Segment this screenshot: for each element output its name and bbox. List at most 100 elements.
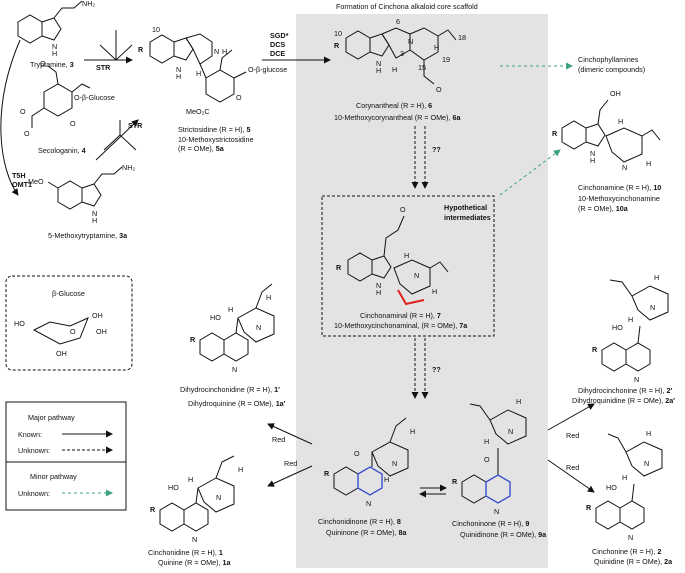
atom-label: N: [366, 499, 371, 508]
cinchonidinone-structure: [333, 417, 409, 496]
atom-label: OH: [56, 349, 67, 358]
cinchonaminal-label-1: Cinchonaminal (R = H), 7: [360, 311, 441, 320]
dihydrocinchonine-label-2: Dihydroquinidine (R = OMe), 2a′: [572, 396, 675, 405]
atom-label: N: [408, 37, 413, 46]
strictosidine-structure: [149, 33, 247, 103]
cinchophyllamines-label-1: Cinchophyllamines: [578, 55, 639, 64]
atom-label: N: [376, 281, 381, 290]
cinchonamine-label-1: Cinchonamine (R = H), 10: [578, 183, 661, 192]
atom-label: O: [354, 449, 360, 458]
legend-known: Known:: [18, 430, 42, 439]
atom-label: N: [494, 507, 499, 516]
atom-label: N: [52, 42, 57, 51]
atom-label: 10: [334, 29, 342, 38]
cinchonidine-structure: [159, 455, 235, 532]
strictosidine-label-3: (R = OMe), 5a: [178, 144, 225, 153]
atom-label: N: [256, 323, 261, 332]
atom-label: H: [196, 69, 201, 78]
atom-label: N: [644, 459, 649, 468]
cinchonine-structure: [595, 433, 663, 530]
cinchonine-label-1: Cinchonine (R = H), 2: [592, 547, 661, 556]
atom-label: R: [150, 505, 156, 514]
atom-label: OH: [610, 89, 621, 98]
strictosidine-ester: MeO₂C: [186, 107, 210, 116]
atom-label: R: [138, 45, 144, 54]
hypothetical-label-2: intermediates: [444, 213, 491, 222]
cinchonamine-label-3: (R = OMe), 10a: [578, 204, 629, 213]
atom-label: HO: [210, 313, 221, 322]
methoxytryptamine-label: 5-Methoxytryptamine, 3a: [48, 231, 128, 240]
atom-label: R: [324, 469, 330, 478]
secologanin-label: Secologanin, 4: [38, 146, 86, 155]
atom-label: N: [634, 375, 639, 384]
atom-label: R: [552, 129, 558, 138]
enzyme-str-2: STR: [128, 121, 143, 130]
atom-label: OH: [96, 327, 107, 336]
atom-label: MeO: [28, 177, 44, 186]
atom-label: O: [24, 129, 30, 138]
legend-minor: Minor pathway: [30, 472, 77, 481]
atom-label: R: [592, 345, 598, 354]
cinchonidine-label-1: Cinchonidine (R = H), 1: [148, 548, 223, 557]
red-bond: [397, 289, 425, 306]
enzyme-dcs: DCS: [270, 40, 285, 49]
atom-label: R: [190, 335, 196, 344]
atom-label: H: [384, 475, 389, 484]
atom-label: H: [434, 43, 439, 52]
atom-label: N: [414, 271, 419, 280]
atom-label: O: [70, 119, 76, 128]
secologanin-structure: [31, 65, 91, 128]
cinchonidine-label-2: Quinine (R = OMe), 1a: [158, 558, 232, 567]
atom-label: HO: [606, 483, 617, 492]
cinchoninone-label-2: Quinidinone (R = OMe), 9a: [460, 530, 547, 539]
unknown-step-1: ??: [432, 145, 441, 154]
cinchonine-label-2: Quinidine (R = OMe), 2a: [594, 557, 673, 566]
atom-label: 6: [396, 17, 400, 26]
enzyme-red-4: Red: [566, 463, 579, 472]
atom-label: H: [376, 66, 381, 75]
enzyme-red-3: Red: [566, 431, 579, 440]
dihydrocinchonidine-label-2: Dihydroquinine (R = OMe), 1a′: [188, 399, 286, 408]
atom-label: O: [400, 205, 406, 214]
atom-label: R: [334, 41, 340, 50]
blue-ring: [485, 474, 511, 504]
legend-box: [5, 401, 127, 511]
atom-label: H: [432, 287, 437, 296]
corynantheal-structure: [345, 27, 457, 85]
atom-label: N: [628, 533, 633, 542]
hypothetical-box: [321, 195, 495, 337]
glucose-ring: [32, 317, 89, 345]
legend-unknown-minor: Unknown:: [18, 489, 50, 498]
atom-label: N: [176, 65, 181, 74]
atom-label: N: [508, 427, 513, 436]
atom-label: 18: [458, 33, 466, 42]
atom-label: NH₂: [82, 0, 95, 8]
atom-label: R: [336, 263, 342, 272]
atom-label: N: [214, 47, 219, 56]
cinchonamine-structure: [561, 99, 661, 163]
atom-label: O: [236, 93, 242, 102]
atom-label: 19: [442, 55, 450, 64]
atom-label: N: [232, 365, 237, 374]
atom-label: N: [376, 59, 381, 68]
atom-label: NH₂: [122, 163, 135, 172]
atom-label: H: [646, 429, 651, 438]
cinchonidinone-label-2: Quininone (R = OMe), 8a: [326, 528, 408, 537]
atom-label: H: [516, 397, 521, 406]
atom-label: H: [176, 72, 181, 81]
atom-label: H: [410, 427, 415, 436]
glucose-box: [5, 275, 133, 371]
atom-label: H: [376, 288, 381, 297]
atom-label: H: [404, 251, 409, 260]
atom-label: H: [590, 156, 595, 165]
atom-label: N: [590, 149, 595, 158]
atom-label: H: [222, 47, 227, 56]
atom-label: R: [586, 503, 592, 512]
atom-label: H: [238, 465, 243, 474]
legend-unknown: Unknown:: [18, 446, 50, 455]
atom-label: H: [392, 65, 397, 74]
atom-label: H: [628, 315, 633, 324]
atom-label: 10: [152, 25, 160, 34]
glucose-title: β-Glucose: [52, 289, 85, 298]
atom-label: HO: [14, 319, 25, 328]
